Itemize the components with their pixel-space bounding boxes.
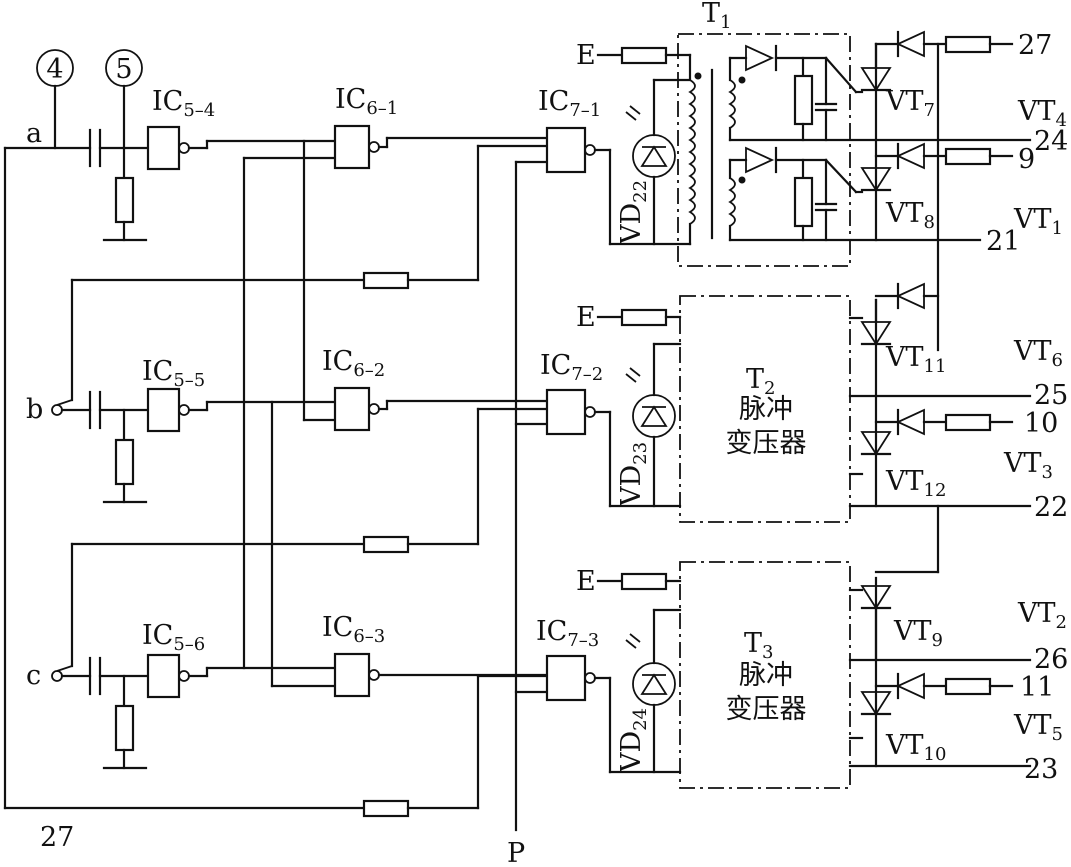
- e-input-2: E: [576, 302, 682, 333]
- vd22-label: VD22: [616, 180, 651, 245]
- svg-text:4: 4: [46, 54, 63, 85]
- thyristor-vt10: [860, 672, 1014, 716]
- ic7-1-label: IC7–1: [538, 86, 601, 121]
- t2-label: T2: [746, 364, 775, 399]
- e-input-3: E: [576, 566, 682, 597]
- ic6-1-label: IC6–1: [335, 84, 398, 119]
- ic7-2-label: IC7–2: [540, 350, 603, 385]
- led-vd24: [625, 608, 682, 774]
- feedback-loops: [3, 144, 549, 818]
- led-vd23: [625, 342, 682, 508]
- gate-ic6-2: [333, 386, 549, 432]
- terminal-22: 22: [1034, 492, 1068, 523]
- ic5-5-label: IC5–5: [142, 356, 205, 391]
- svg-text:E: E: [576, 566, 596, 597]
- vt9-label: VT9: [893, 616, 943, 651]
- terminal-23: 23: [1024, 754, 1058, 785]
- input-stage-a: a: [3, 118, 337, 242]
- thyristor-vt12: [860, 408, 1014, 456]
- ic6-3-label: IC6–3: [322, 612, 385, 647]
- t3-label: T3: [744, 628, 773, 663]
- e-input-1: E: [576, 40, 692, 80]
- terminal-24: 24: [1034, 126, 1068, 157]
- input-c-label: c: [26, 660, 41, 691]
- gate-ic6-1: [333, 124, 549, 170]
- vt11-label: VT11: [885, 342, 946, 377]
- input-b-label: b: [26, 394, 43, 425]
- output-vt5: VT5: [1013, 710, 1063, 745]
- terminal-9: 9: [1018, 144, 1035, 175]
- output-vt2: VT2: [1017, 598, 1067, 633]
- terminal-25: 25: [1034, 380, 1068, 411]
- svg-text:5: 5: [115, 54, 132, 85]
- gate-ic7-3: [545, 654, 682, 774]
- vd23-label: VD23: [616, 442, 651, 507]
- vt12-label: VT12: [885, 466, 946, 501]
- svg-text:变压器: 变压器: [726, 694, 807, 725]
- output-vt1: VT1: [1013, 204, 1063, 239]
- ic5-6-label: IC5–6: [142, 620, 205, 655]
- vd24-label: VD24: [616, 708, 651, 773]
- gate-ic7-1: [545, 126, 692, 246]
- ic7-3-label: IC7–3: [536, 616, 599, 651]
- terminal-10: 10: [1024, 408, 1058, 439]
- input-stage-c: c: [26, 653, 337, 770]
- thyristor-vt8: [860, 142, 1014, 192]
- svg-text:脉冲: 脉冲: [739, 394, 793, 425]
- vt7-label: VT7: [885, 86, 935, 121]
- gate-ic7-2: [545, 388, 682, 508]
- input-a-label: a: [26, 118, 42, 149]
- svg-text:变压器: 变压器: [726, 428, 807, 459]
- marker-4: 4: [36, 49, 74, 150]
- svg-text:E: E: [576, 302, 596, 333]
- transformer-t1: [677, 33, 1032, 267]
- terminal-27: 27: [1018, 30, 1052, 61]
- vt10-label: VT10: [885, 730, 946, 765]
- marker-5: 5: [105, 49, 143, 150]
- terminal-11: 11: [1020, 672, 1054, 703]
- output-vt6: VT6: [1013, 336, 1063, 371]
- svg-text:脉冲: 脉冲: [739, 660, 793, 691]
- p-label: P: [507, 838, 525, 867]
- thyristor-vt9: [860, 585, 892, 662]
- cross-wiring: [242, 139, 337, 688]
- ic6-2-label: IC6–2: [322, 346, 385, 381]
- t1-label: T1: [702, 0, 731, 33]
- ic5-4-label: IC5–4: [152, 86, 215, 121]
- gate-ic6-3: [333, 652, 549, 698]
- transformer-t3: T3 脉冲 变压器: [679, 561, 1032, 789]
- thyristor-vt7: [860, 30, 1014, 92]
- output-vt3: VT3: [1003, 448, 1053, 483]
- p-bus: [514, 160, 549, 832]
- vt8-label: VT8: [885, 198, 935, 233]
- thyristor-vt11: [860, 282, 940, 346]
- output-vt4: VT4: [1017, 96, 1067, 131]
- svg-text:E: E: [576, 40, 596, 71]
- led-vd22: [625, 78, 692, 246]
- terminal-21: 21: [986, 226, 1020, 257]
- bottom-27-label: 27: [40, 822, 74, 853]
- input-stage-b: b: [26, 387, 337, 504]
- terminal-26: 26: [1034, 644, 1068, 675]
- transformer-t2: T2 脉冲 变压器: [679, 295, 1032, 523]
